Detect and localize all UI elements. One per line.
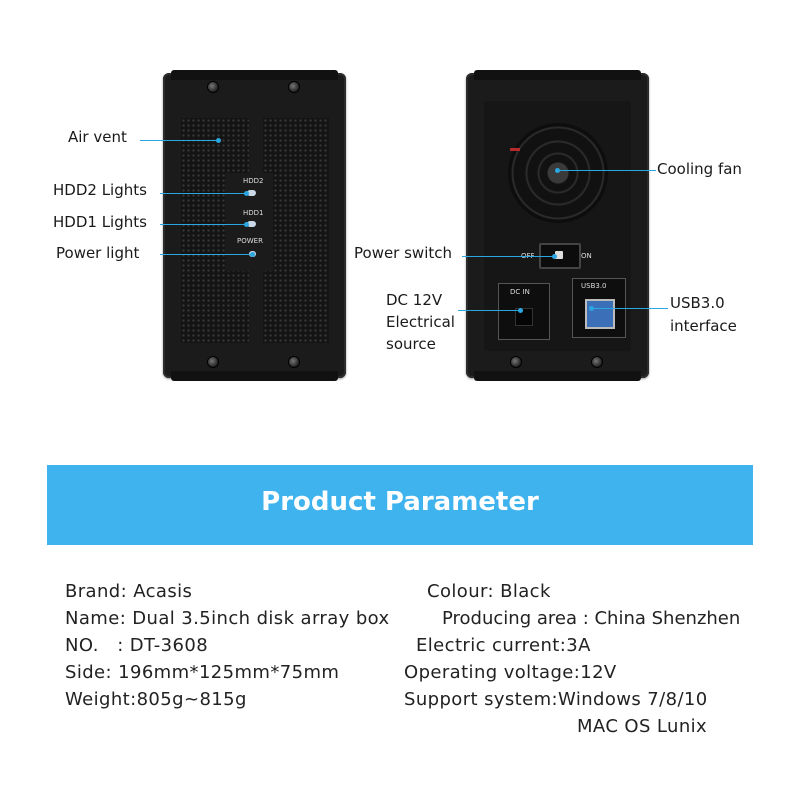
screw bbox=[288, 356, 300, 368]
spec-colour: Colour: Black bbox=[427, 581, 551, 602]
dc-in-mark: DC IN bbox=[510, 288, 530, 296]
dc-label-line2: Electrical bbox=[386, 313, 455, 331]
dc-line bbox=[458, 310, 520, 311]
dc-dot bbox=[518, 308, 523, 313]
switch-rocker bbox=[555, 251, 563, 259]
front-top-rim bbox=[171, 70, 338, 80]
spec-operating-voltage: Operating voltage:12V bbox=[404, 662, 617, 683]
power-switch-label: Power switch bbox=[354, 244, 453, 262]
hdd2-lights-dot bbox=[244, 191, 249, 196]
usb-label-line1: USB3.0 bbox=[670, 294, 725, 312]
front-enclosure: HDD2 HDD1 POWER bbox=[163, 70, 346, 381]
spec-support-system-cont: MAC OS Lunix bbox=[577, 716, 708, 737]
fan-red-mark bbox=[510, 148, 520, 151]
hdd2-lights-line bbox=[160, 193, 246, 194]
air-vent-dot bbox=[216, 138, 221, 143]
usb-label-line2: interface bbox=[670, 317, 737, 335]
screw bbox=[207, 356, 219, 368]
cooling-fan-icon bbox=[508, 123, 608, 223]
back-top-rim bbox=[474, 70, 641, 80]
cooling-fan-line bbox=[558, 170, 656, 171]
spec-no: NO. : DT-3608 bbox=[65, 635, 209, 656]
hdd1-mark: HDD1 bbox=[243, 209, 264, 217]
spec-brand: Brand: Acasis bbox=[65, 581, 193, 602]
screw bbox=[207, 81, 219, 93]
usb-b-icon bbox=[585, 299, 615, 329]
spec-name: Name: Dual 3.5inch disk array box bbox=[65, 608, 390, 629]
hdd1-lights-label: HDD1 Lights bbox=[53, 213, 147, 231]
spec-support-system: Support system:Windows 7/8/10 bbox=[404, 689, 708, 710]
hdd2-led bbox=[247, 190, 256, 196]
hdd2-mark: HDD2 bbox=[243, 177, 264, 185]
spec-side: Side: 196mm*125mm*75mm bbox=[65, 662, 340, 683]
screw bbox=[288, 81, 300, 93]
back-bottom-rim bbox=[474, 371, 641, 381]
power-light-dot bbox=[250, 252, 255, 257]
power-light-line bbox=[160, 254, 252, 255]
hdd1-lights-line bbox=[160, 224, 246, 225]
spec-weight: Weight:805g~815g bbox=[65, 689, 247, 710]
dc-label-line1: DC 12V bbox=[386, 291, 443, 309]
screw bbox=[510, 356, 522, 368]
back-enclosure: OFF ON DC IN USB3.0 bbox=[466, 70, 649, 381]
banner-title: Product Parameter bbox=[261, 487, 539, 517]
hdd2-lights-label: HDD2 Lights bbox=[53, 181, 147, 199]
air-vent-line bbox=[140, 140, 218, 141]
usb-line bbox=[592, 308, 668, 309]
dc-in-port[interactable]: DC IN bbox=[498, 283, 550, 340]
power-switch-line bbox=[462, 256, 554, 257]
cooling-fan-label: Cooling fan bbox=[657, 160, 742, 178]
power-mark: POWER bbox=[237, 237, 263, 245]
dc-label-line3: source bbox=[386, 335, 436, 353]
spec-electric-current: Electric current:3A bbox=[416, 635, 591, 656]
front-vent-right bbox=[263, 118, 329, 343]
hdd1-lights-dot bbox=[244, 222, 249, 227]
power-switch-dot bbox=[552, 254, 557, 259]
power-switch[interactable] bbox=[539, 243, 581, 269]
screw bbox=[591, 356, 603, 368]
cooling-fan-dot bbox=[555, 168, 560, 173]
usb30-mark: USB3.0 bbox=[581, 282, 607, 290]
hdd1-led bbox=[247, 221, 256, 227]
front-bottom-rim bbox=[171, 371, 338, 381]
on-mark: ON bbox=[581, 252, 592, 260]
spec-producing-area: Producing area : China Shenzhen bbox=[442, 608, 741, 629]
product-parameter-banner: Product Parameter bbox=[47, 465, 753, 545]
power-light-label: Power light bbox=[56, 244, 140, 262]
air-vent-label: Air vent bbox=[68, 128, 127, 146]
usb-dot bbox=[589, 306, 594, 311]
